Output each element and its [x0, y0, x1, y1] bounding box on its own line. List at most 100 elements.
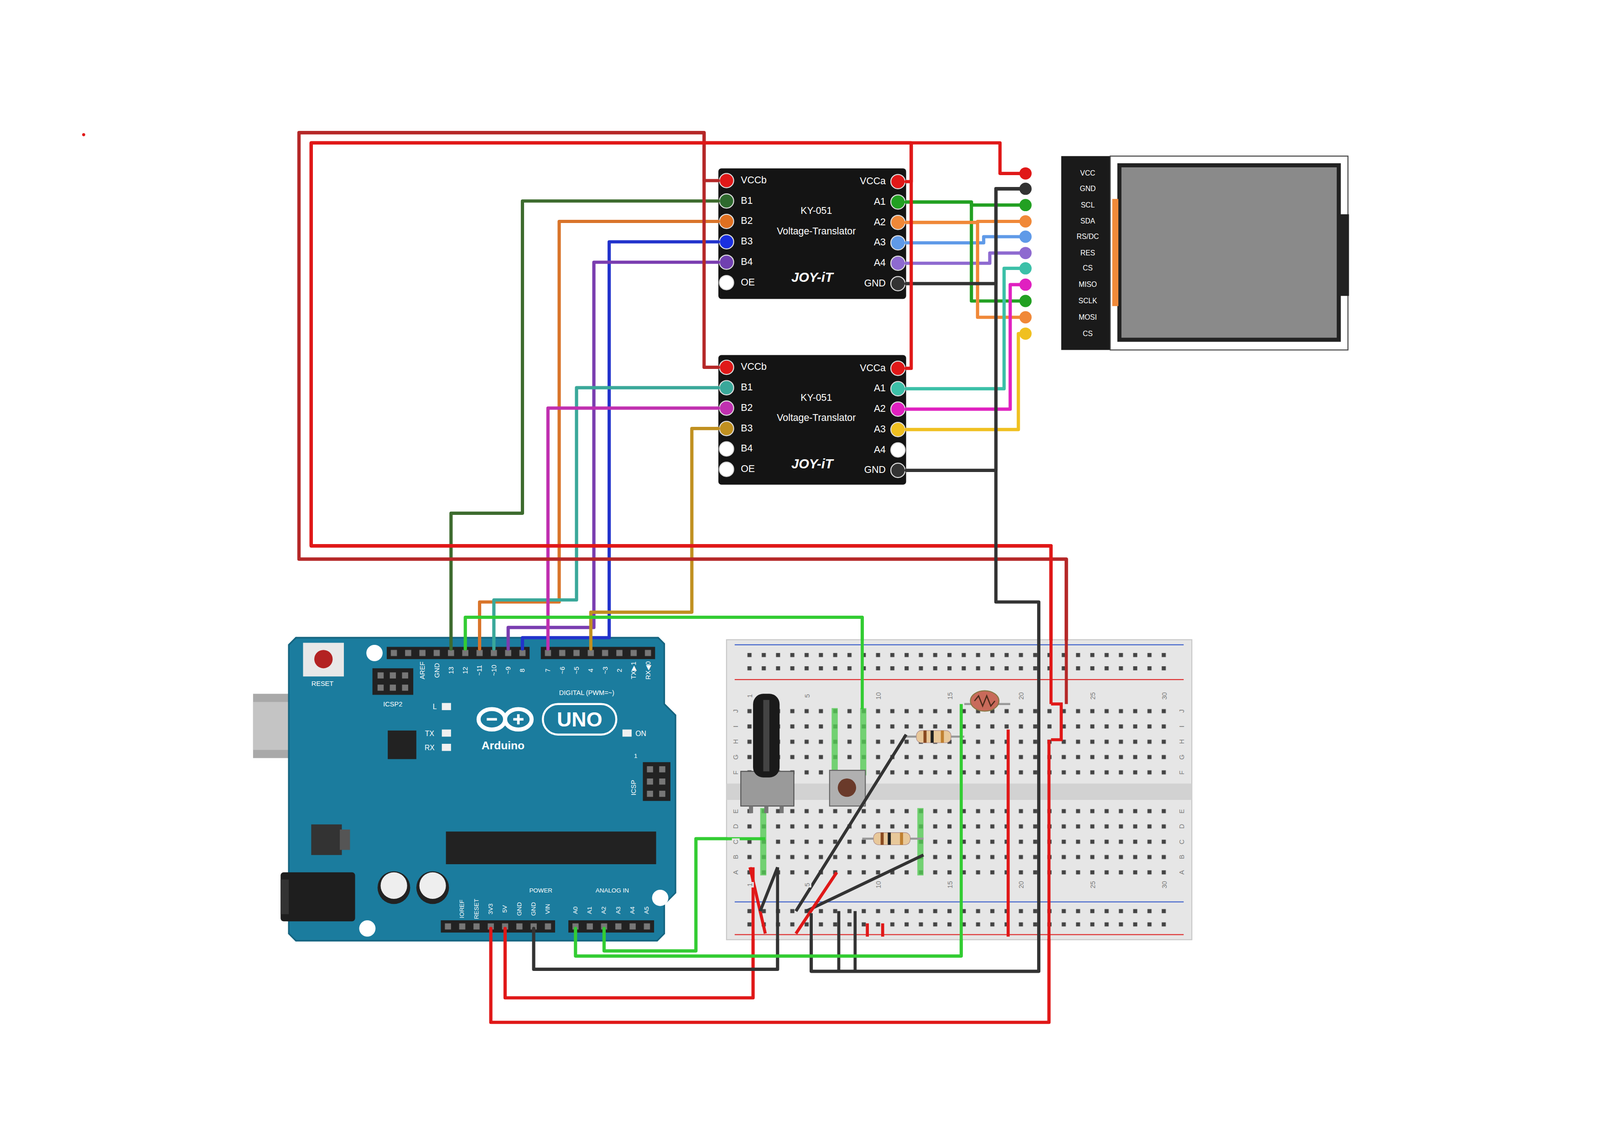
- breadboard-graphic-part: [1047, 739, 1051, 941]
- arduino-board-graphic-part: [377, 871, 411, 905]
- breadboard-graphic-part: [726, 783, 1192, 800]
- jumper-wire: [906, 236, 1029, 243]
- board-label: ~6: [558, 666, 566, 675]
- breadboard-graphic-part: [974, 696, 996, 707]
- level-shifter-graphic-part: [890, 422, 905, 437]
- board-title: KY-051: [800, 206, 832, 216]
- arduino-board-graphic-part: [366, 644, 383, 662]
- board-label: 2: [616, 668, 624, 673]
- arduino-board-graphic-part: [359, 920, 376, 937]
- pin-label: SDA: [1080, 218, 1096, 226]
- grid-label: E: [1177, 808, 1186, 815]
- breadboard-graphic-part: [760, 808, 767, 876]
- breadboard-graphic: [726, 639, 1192, 972]
- grid-label: J: [1177, 708, 1186, 714]
- breadboard-graphic-part: [940, 730, 945, 743]
- grid-label: 1: [746, 882, 754, 888]
- pin-label: A4: [873, 258, 886, 269]
- pin-label: OE: [740, 277, 755, 288]
- arduino-board-graphic-part: [446, 831, 657, 865]
- jumper-wire: [504, 928, 754, 998]
- jumper-wire: [906, 284, 1029, 410]
- board-label: 12: [462, 666, 469, 675]
- board-label: ~10: [490, 664, 498, 677]
- breadboard-graphic-part: [860, 708, 867, 776]
- breadboard-graphic-part: [763, 700, 769, 772]
- grid-label: F: [732, 769, 740, 776]
- board-label: ICSP2: [383, 700, 403, 708]
- arduino-board-graphic-part: [389, 672, 396, 679]
- arduino-board-graphic-part: [540, 646, 656, 660]
- breadboard-graphic-part: [865, 923, 869, 937]
- grid-label: D: [1177, 823, 1186, 831]
- grid-label: 20: [1017, 880, 1026, 890]
- breadboard-graphic-part: [837, 911, 841, 972]
- board-label: A3: [615, 906, 622, 914]
- board-label: DIGITAL (PWM=~): [559, 689, 615, 697]
- board-label: ~5: [573, 666, 581, 675]
- grid-label: 10: [874, 691, 883, 701]
- breadboard-graphic-part: [887, 832, 891, 846]
- board-label: GND: [433, 663, 441, 678]
- grid-label: 25: [1089, 691, 1097, 701]
- pin-label: GND: [864, 278, 886, 289]
- breadboard: 151015202530JIHGFEDCBAJIHGFEDCBA15101520…: [726, 639, 1192, 941]
- breadboard-graphic-part: [751, 867, 755, 941]
- grid-label: 30: [1160, 880, 1169, 890]
- grid-label: 10: [874, 880, 883, 890]
- tft-display-module: VCCGNDSCLSDARS/DCRESCSMISOSCLKMOSICS: [1028, 155, 1348, 350]
- arduino-board-graphic-part: [659, 766, 665, 773]
- board-label: A5: [644, 906, 650, 914]
- arduino-board-graphic-part: [416, 871, 450, 905]
- level-shifter-graphic-part: [890, 276, 905, 291]
- grid-label: H: [732, 738, 740, 746]
- jumper-wire: [311, 142, 1051, 640]
- level-shifter-graphic-part: [890, 463, 905, 478]
- pin-label: CS: [1082, 264, 1093, 273]
- level-shifter-graphic-part: [890, 401, 905, 416]
- board-title: KY-051: [800, 393, 832, 403]
- board-label: RESET: [311, 680, 334, 688]
- grid-label: A: [732, 869, 740, 876]
- breadboard-graphic-part: [726, 639, 1192, 941]
- grid-label: 15: [946, 691, 955, 701]
- level-shifter-graphic-part: [890, 361, 905, 376]
- grid-label: J: [732, 708, 740, 714]
- breadboard-graphic-part: [916, 730, 951, 743]
- board-label: RESET: [473, 898, 480, 920]
- breadboard-graphic-part: [742, 704, 1172, 781]
- level-shifter-graphic-part: [719, 462, 734, 477]
- arduino-board-graphic-part: [568, 920, 655, 933]
- level-shifter-board: VCCbB1B2B3B4OEVCCaA1A2A3A4GNDKY-051Volta…: [718, 168, 907, 299]
- arduino-board-graphic-part: [401, 672, 408, 679]
- board-label: POWER: [529, 887, 553, 894]
- breadboard-graphic-part: [880, 832, 884, 846]
- pin-label: B4: [740, 257, 753, 267]
- arduino-board-graphic-part: [380, 872, 407, 899]
- pin-label: B4: [740, 444, 753, 454]
- level-shifter-graphic-part: [718, 355, 907, 485]
- arduino-board-graphic-part: [311, 824, 342, 856]
- grid-label: 15: [946, 880, 955, 890]
- breadboard-graphic-part: [881, 923, 885, 937]
- pin-label: VCCb: [740, 362, 767, 373]
- jumper-wire: [547, 408, 719, 650]
- board-label: RX: [424, 744, 435, 752]
- pin-label: A3: [873, 424, 886, 435]
- board-label: 8: [519, 668, 526, 673]
- arduino-board-graphic-part: [440, 920, 556, 933]
- level-shifter-graphic-part: [719, 173, 734, 188]
- jumper-wire: [906, 253, 1029, 264]
- breadboard-graphic-part: [831, 708, 838, 776]
- pin-label: A1: [873, 197, 886, 207]
- level-shifter-graphic-part: [890, 256, 905, 271]
- breadboard-graphic-part: [775, 867, 780, 941]
- breadboard-graphic-part: [917, 808, 924, 876]
- board-label: UNO: [556, 709, 603, 730]
- breadboard-graphic-part: [734, 934, 1184, 936]
- tft-display-graphic-part: [1110, 155, 1348, 350]
- pin-label: B1: [740, 383, 753, 393]
- arduino-board-graphic-part: [389, 684, 396, 691]
- jumper-wire: [508, 262, 719, 650]
- arduino-uno-board: RESETICSP2AREFGND1312~11~10~987~6~54~32T…: [288, 649, 676, 929]
